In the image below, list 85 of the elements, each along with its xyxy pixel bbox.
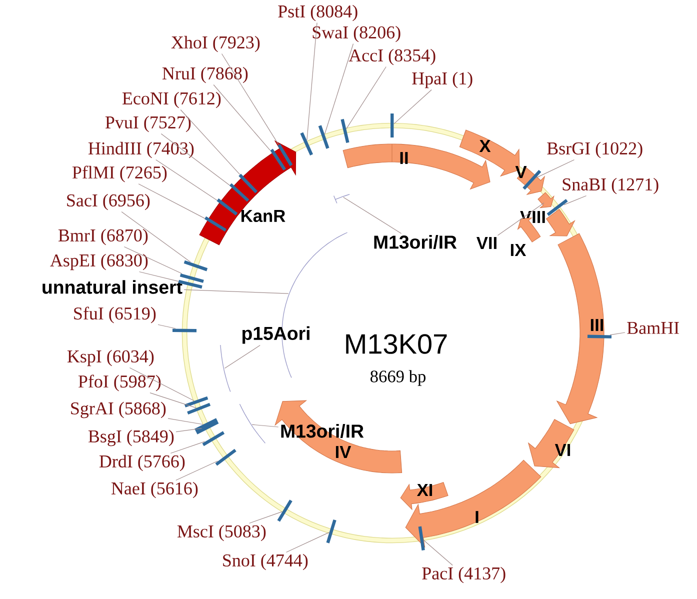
site-tick <box>184 260 208 272</box>
leader-line <box>158 324 176 329</box>
site-tick <box>187 402 211 415</box>
site-tick <box>202 431 225 446</box>
site-label: AccI (8354) <box>348 48 436 66</box>
leader-line <box>610 332 626 336</box>
leader-line <box>129 367 194 402</box>
node-label: IX <box>510 244 526 256</box>
site-tick <box>172 328 197 332</box>
feature-label: unnatural insert <box>42 280 182 294</box>
leader-line <box>184 289 289 294</box>
leader-line <box>121 211 191 262</box>
site-label: BsgI (5849) <box>88 430 174 446</box>
leader-line <box>497 202 544 236</box>
leader-line <box>324 43 354 134</box>
site-label: SwaI (8206) <box>312 26 400 42</box>
site-tick <box>546 198 568 216</box>
site-label: PflMI (7265) <box>72 166 167 182</box>
leader-line <box>394 89 432 124</box>
leader-line <box>423 540 453 566</box>
feature-arc <box>239 404 266 444</box>
leader-line <box>176 460 218 481</box>
feature-label: p15Aori <box>242 326 310 344</box>
site-tick <box>340 118 350 143</box>
site-label: EcoNI (7612) <box>122 92 221 108</box>
site-tick <box>390 114 394 138</box>
site-tick <box>326 519 336 544</box>
site-tick <box>277 500 292 522</box>
site-label: MscI (5083) <box>177 524 266 542</box>
site-tick <box>587 334 612 338</box>
leader-line <box>138 184 205 219</box>
plasmid-name: M13K07 <box>346 334 447 354</box>
leader-line <box>180 109 240 175</box>
size-label: 8669 bp <box>370 370 426 386</box>
site-label: XhoI (7923) <box>171 36 260 52</box>
site-label: NaeI (5616) <box>111 482 198 498</box>
gene-feature: VI <box>528 419 574 468</box>
site-tick <box>215 448 236 466</box>
leader-line <box>343 196 402 234</box>
site-label: SnaBI (1271) <box>562 178 658 194</box>
leader-line <box>176 428 202 432</box>
site-label: PvuI (7527) <box>105 116 191 132</box>
site-label: DrdI (5766) <box>99 454 185 472</box>
leader-line <box>170 441 205 454</box>
site-label: SacI (6956) <box>67 194 150 210</box>
site-label: PfoI (5987) <box>78 374 161 392</box>
site-label: HindIII (7403) <box>88 142 194 158</box>
gene-feature: III <box>556 233 604 424</box>
leader-line <box>252 424 279 428</box>
leader-line <box>150 392 196 408</box>
site-label: SnoI (4744) <box>223 554 308 570</box>
site-label: HpaI (1) <box>412 72 472 88</box>
leader-line <box>221 53 279 145</box>
feature-arc <box>220 344 231 392</box>
site-label: BamHI <box>627 322 679 334</box>
leader-line <box>138 271 179 282</box>
leader-line <box>160 133 230 186</box>
site-label: BsrGI (1022) <box>547 142 642 158</box>
site-label: BmrI (6870) <box>58 228 148 246</box>
site-label: SgrAI (5868) <box>71 402 166 418</box>
feature-arc <box>333 194 350 204</box>
site-label: KspI (6034) <box>67 350 154 366</box>
site-tick <box>300 132 313 156</box>
leader-line <box>124 246 182 274</box>
leader-line <box>168 418 204 425</box>
site-label: SfuI (6519) <box>74 306 156 324</box>
feature-label: M13ori/IR <box>374 235 457 249</box>
site-label: PacI (4137) <box>422 566 506 584</box>
leader-line <box>224 345 260 368</box>
site-label: PstI (8084) <box>278 4 358 22</box>
gene-feature: VII <box>476 237 496 249</box>
leader-line <box>564 195 587 206</box>
leader-line <box>213 84 270 151</box>
gene-feature: XI <box>400 482 448 510</box>
site-tick <box>184 396 208 408</box>
site-tick <box>318 125 330 149</box>
site-label: NruI (7868) <box>162 66 248 84</box>
leader-line <box>346 66 386 129</box>
site-tick <box>418 526 425 550</box>
leader-line <box>156 159 218 200</box>
leader-line <box>306 22 318 140</box>
leader-line <box>286 532 330 553</box>
site-tick <box>194 418 218 432</box>
site-label: AspEI (6830) <box>50 254 148 270</box>
gene-feature <box>538 192 554 208</box>
